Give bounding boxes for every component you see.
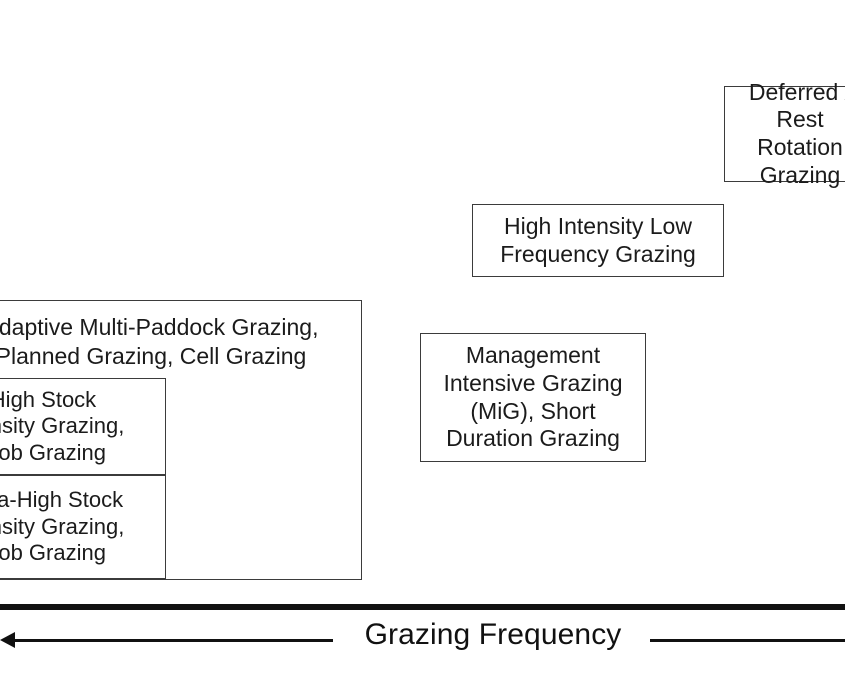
- axis-line-left-segment: [11, 639, 333, 642]
- box-high-stock-density-grazing: High Stock Density Grazing, Mob Grazing: [0, 378, 166, 475]
- axis-label-grazing-frequency: Grazing Frequency: [364, 618, 622, 651]
- box-high-intensity-low-frequency-grazing: High Intensity Low Frequency Grazing: [472, 204, 724, 277]
- box-management-intensive-grazing: Management Intensive Grazing (MiG), Shor…: [420, 333, 646, 462]
- box-ultra-high-stock-density-grazing: Ultra-High Stock Density Grazing, Mob Gr…: [0, 475, 166, 579]
- axis-baseline-rule: [0, 604, 845, 610]
- axis-line-right-segment: [650, 639, 845, 642]
- axis-arrow-left-icon: [0, 632, 15, 648]
- box-deferred-rest-rotation-grazing: Deferred / Rest Rotation Grazing: [724, 79, 845, 188]
